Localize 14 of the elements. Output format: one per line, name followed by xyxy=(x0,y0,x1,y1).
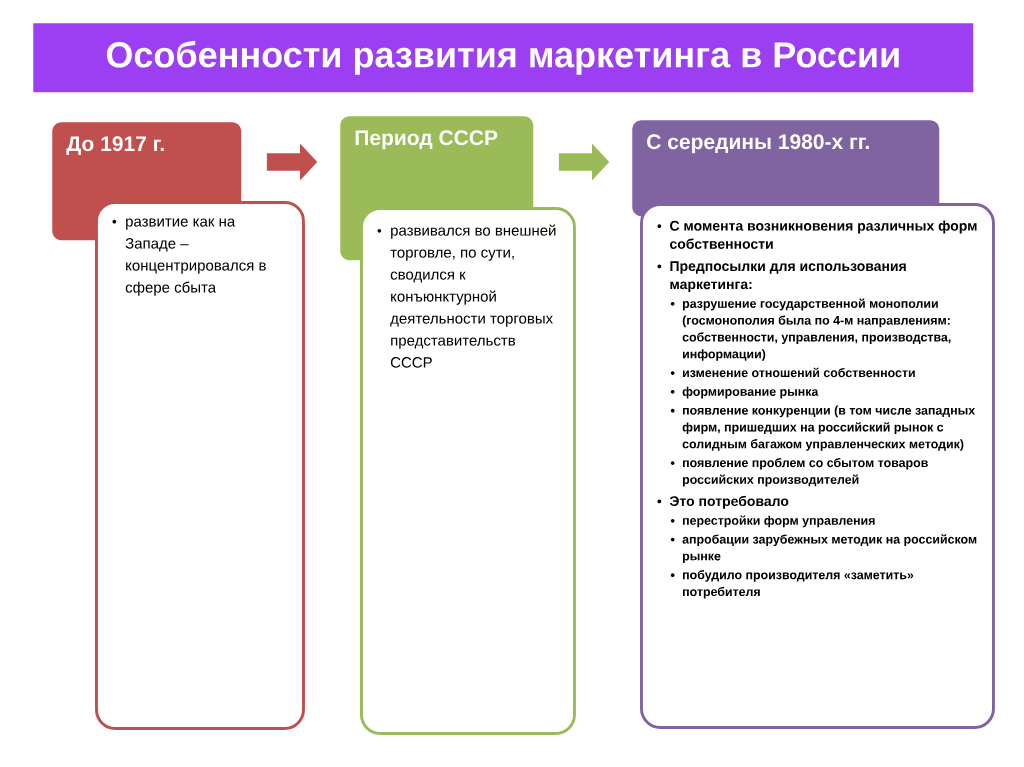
list-item: Предпосылки для использования маркетинга: xyxy=(670,261,906,292)
list-item: изменение отношений собственности xyxy=(683,367,915,378)
title-banner: Особенности развития маркетинга в России xyxy=(33,23,974,93)
content-card xyxy=(95,201,305,730)
list-item: разрушение государственной монополии (госмонополия была по 4-м направлениям: собственности, управления, производства, информации) xyxy=(682,298,951,361)
list-item: перестройки форм управления xyxy=(683,515,875,528)
content-card xyxy=(360,207,576,735)
list-item: побудило производителя «заметить» потребителя xyxy=(683,570,914,599)
list-item: С момента возникновения различных форм собственности xyxy=(670,220,977,249)
content-card xyxy=(640,203,995,729)
list-item: Это потребовало xyxy=(669,495,789,509)
list-item: появление конкуренции (в том числе западных фирм, пришедших на российский рынок с солидным багажом управленческих методик) xyxy=(682,405,976,451)
list-item: формирование рынка xyxy=(682,386,819,399)
list-item: появление проблем со сбытом товаров российских производителей xyxy=(682,457,928,487)
